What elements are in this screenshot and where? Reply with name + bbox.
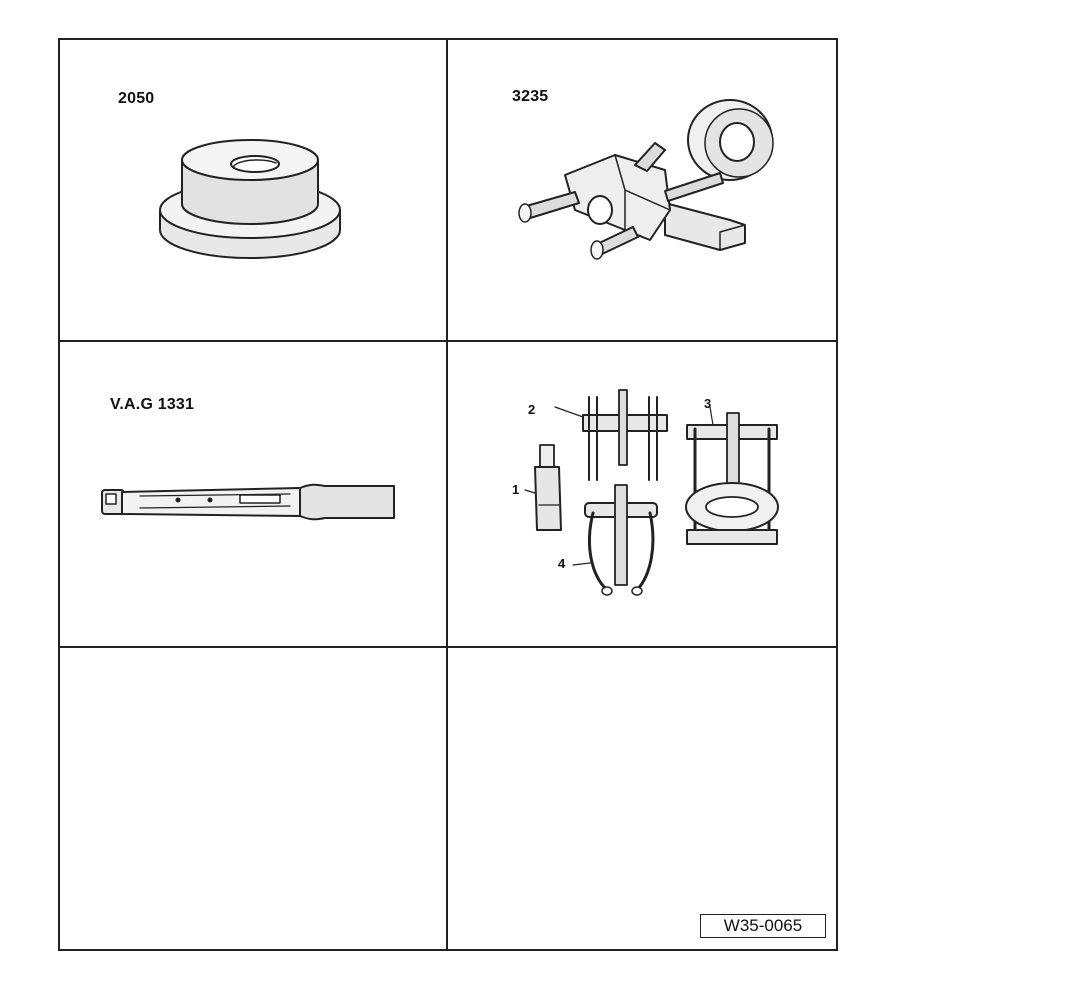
- seal-puller-icon: [518, 99, 774, 260]
- grid-divider-row-1: [58, 340, 838, 342]
- grid-divider-row-2: [58, 646, 838, 648]
- grid-divider-vertical: [446, 38, 448, 951]
- tool-label-vag-1331: V.A.G 1331: [110, 396, 195, 413]
- tool-label-3235: 3235: [512, 88, 549, 105]
- callout-4: 4: [558, 556, 566, 571]
- puller-set-icon: [524, 389, 779, 596]
- callout-1: 1: [512, 482, 520, 497]
- reference-code: W35-0065: [700, 914, 826, 938]
- callout-2: 2: [528, 402, 536, 417]
- tool-label-2050: 2050: [118, 90, 155, 107]
- drift-sleeve-icon: [159, 139, 341, 259]
- torque-wrench-icon: [101, 483, 395, 521]
- tool-sheet: [58, 38, 838, 951]
- callout-3: 3: [704, 396, 712, 411]
